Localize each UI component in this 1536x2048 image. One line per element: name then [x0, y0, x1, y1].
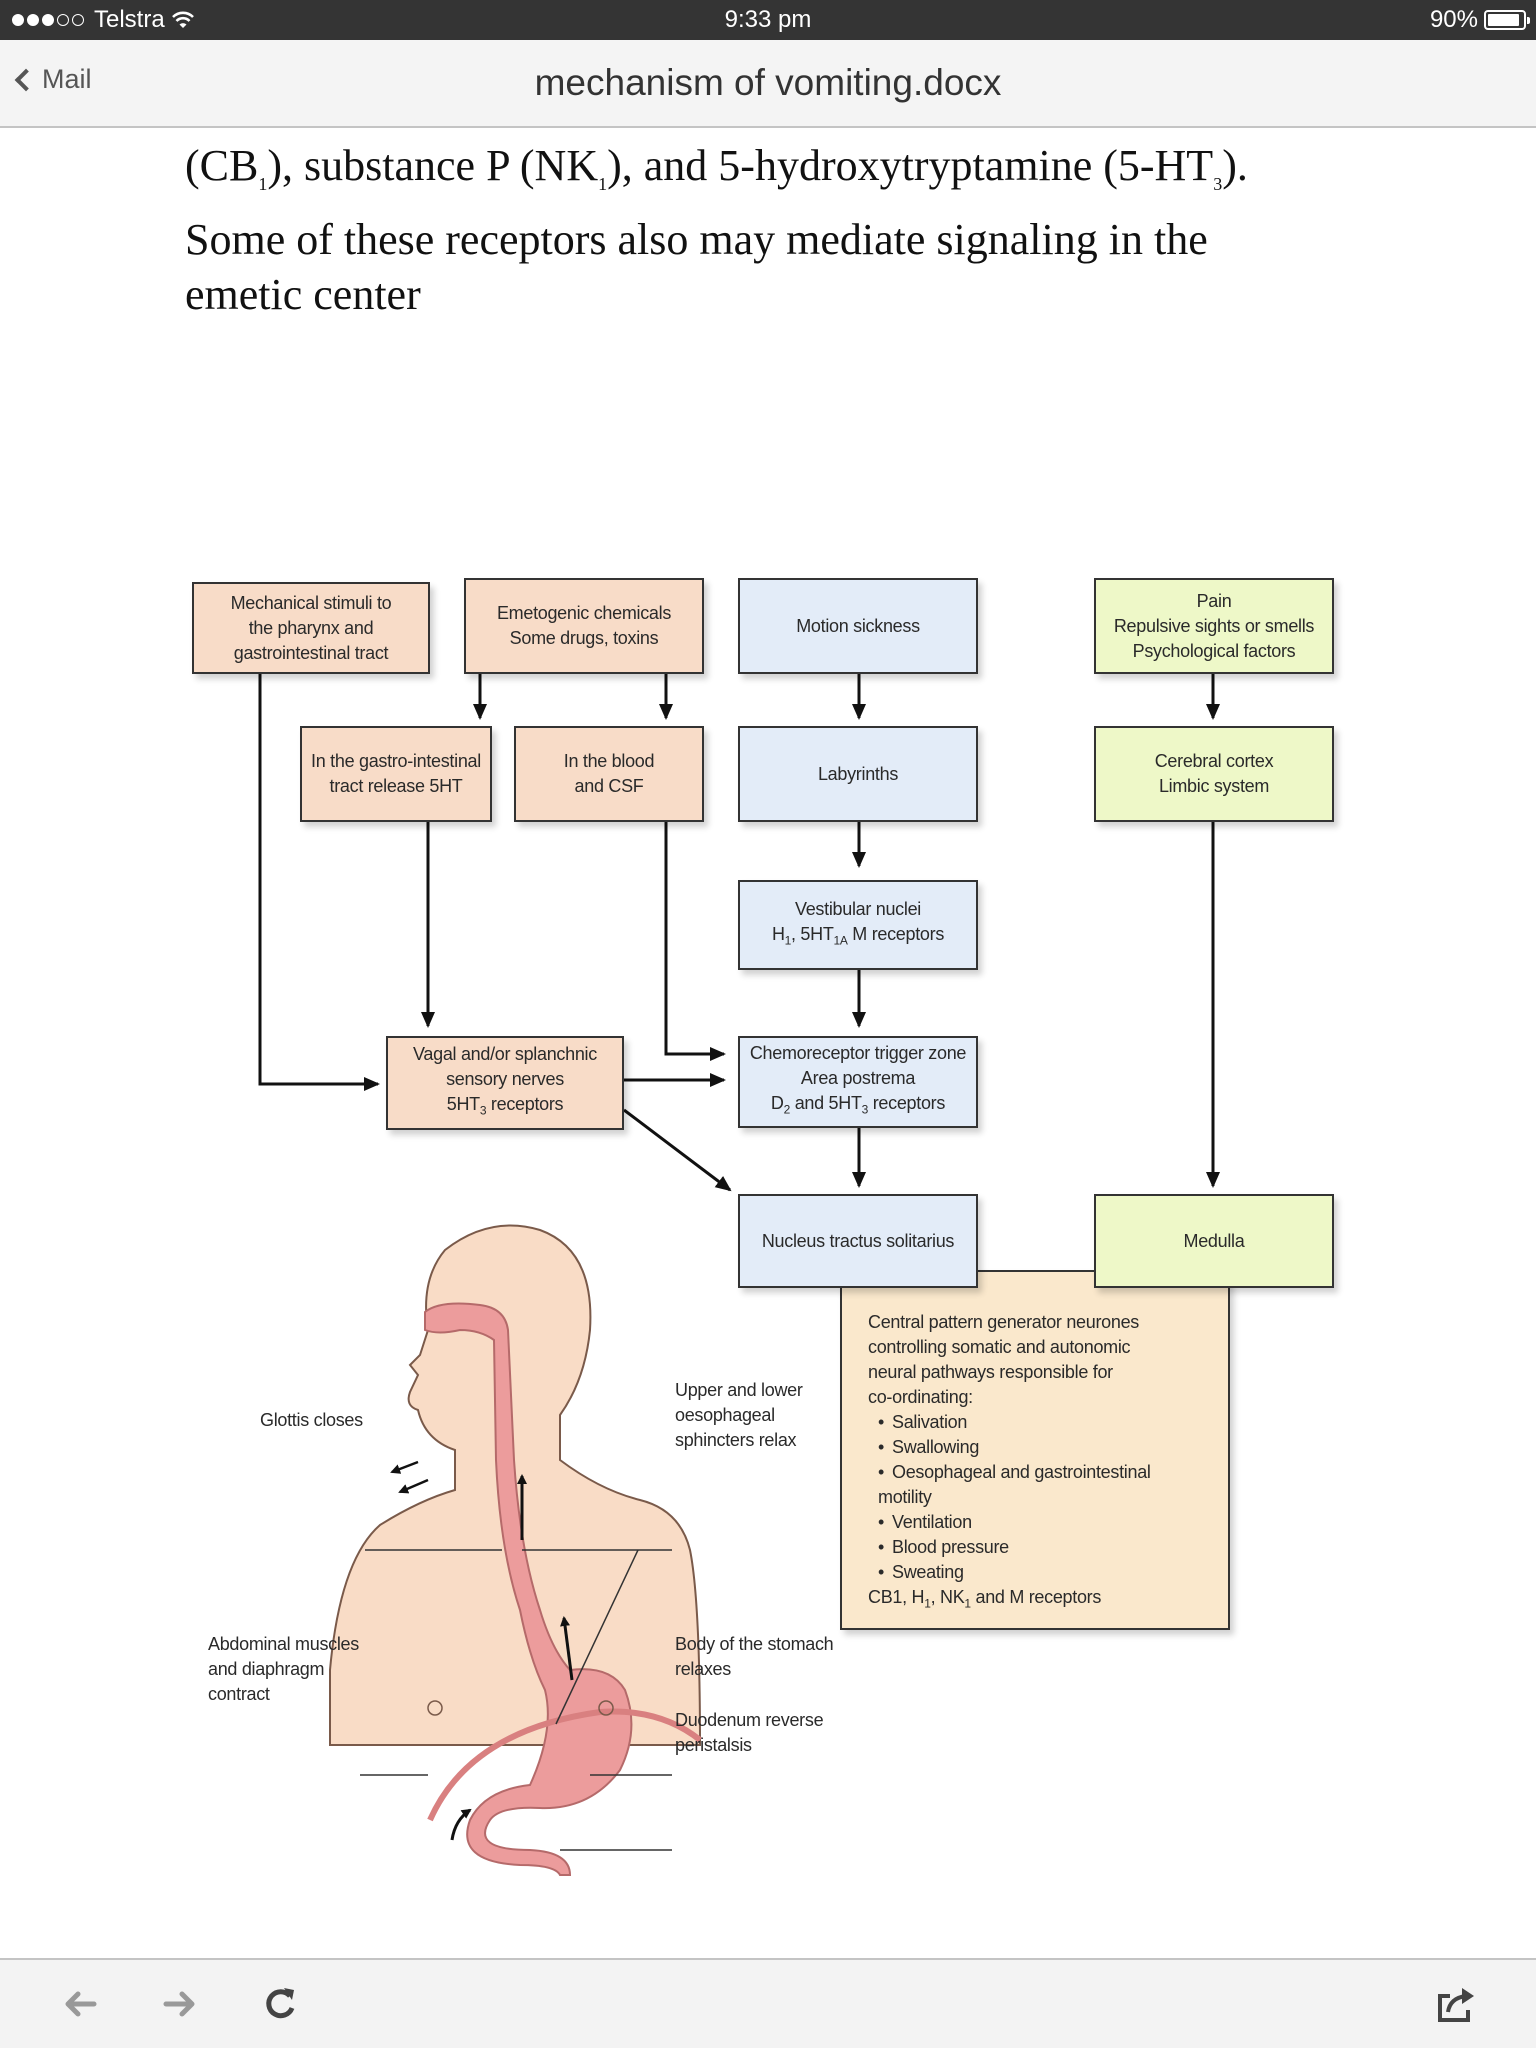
status-right: 90%	[1429, 6, 1530, 34]
box-motion-sickness: Motion sickness	[738, 578, 978, 674]
paragraph-line-1: (CB1), substance P (NK1), and 5-hydroxyt…	[185, 141, 1248, 194]
cpg-receptors: CB1, H1, NK1 and M receptors	[868, 1587, 1102, 1611]
back-to-mail-button[interactable]: Mail	[12, 64, 92, 95]
document-title: mechanism of vomiting.docx	[534, 62, 1002, 103]
list-item: Ventilation	[878, 1510, 1202, 1535]
carrier-name: Telstra	[94, 6, 165, 33]
diagram-connectors	[258, 674, 1220, 1876]
human-body-illustration	[329, 1224, 702, 1876]
paragraph-line-2: Some of these receptors also may mediate…	[185, 214, 1208, 264]
document-paragraph: (CB1), substance P (NK1), and 5-hydroxyt…	[185, 138, 1385, 322]
reload-icon	[266, 1988, 295, 2019]
box-chemoreceptor-trigger-zone: Chemoreceptor trigger zone Area postrema…	[738, 1036, 978, 1128]
box-vagal-splanchnic: Vagal and/or splanchnic sensory nerves 5…	[386, 1036, 624, 1130]
box-gi-tract-5ht: In the gastro-intestinal tract release 5…	[300, 726, 492, 822]
box-emetogenic-chemicals: Emetogenic chemicals Some drugs, toxins	[464, 578, 704, 674]
share-icon	[1438, 1988, 1474, 2022]
list-item: Oesophageal and gastrointestinal motilit…	[878, 1460, 1202, 1510]
bottom-toolbar	[0, 1958, 1536, 2048]
battery-icon	[1484, 10, 1530, 30]
forward-button[interactable]	[156, 1980, 204, 2028]
label-duodenum: Duodenum reverse peristalsis	[675, 1710, 824, 1755]
box-mechanical-stimuli: Mechanical stimuli to the pharynx and ga…	[192, 582, 430, 674]
box-nucleus-tractus-solitarius: Nucleus tractus solitarius	[738, 1194, 978, 1288]
label-oesophageal-sphincters: Upper and lower oesophageal sphincters r…	[675, 1380, 803, 1450]
box-cerebral-cortex: Cerebral cortex Limbic system	[1094, 726, 1334, 822]
box-pain-psychological: Pain Repulsive sights or smells Psycholo…	[1094, 578, 1334, 674]
share-button[interactable]	[1432, 1980, 1480, 2028]
list-item: Salivation	[878, 1410, 1202, 1435]
document-viewer[interactable]: (CB1), substance P (NK1), and 5-hydroxyt…	[0, 130, 1536, 1958]
status-left: Telstra	[12, 6, 195, 34]
back-label: Mail	[42, 64, 92, 94]
label-abdominal-muscles: Abdominal muscles and diaphragm contract	[208, 1634, 359, 1704]
box-central-pattern-generator: Central pattern generator neurones contr…	[840, 1270, 1230, 1630]
arrow-blood-to-ctz	[664, 822, 726, 1061]
signal-strength-icon	[12, 14, 84, 26]
arrow-right-icon	[163, 1991, 195, 2017]
label-glottis-closes: Glottis closes	[260, 1410, 363, 1430]
arrow-mechanical-to-vagal	[258, 674, 380, 1091]
cpg-function-list: Salivation Swallowing Oesophageal and ga…	[868, 1410, 1202, 1585]
arrow-left-icon	[65, 1991, 97, 2017]
list-item: Sweating	[878, 1560, 1202, 1585]
list-item: Blood pressure	[878, 1535, 1202, 1560]
box-labyrinths: Labyrinths	[738, 726, 978, 822]
list-item: Swallowing	[878, 1435, 1202, 1460]
arrow-vagal-to-nts	[623, 1108, 732, 1192]
reload-button[interactable]	[256, 1980, 304, 2028]
nav-bar: Mail mechanism of vomiting.docx	[0, 40, 1536, 128]
status-bar: Telstra 9:33 pm 90%	[0, 0, 1536, 40]
back-button[interactable]	[56, 1980, 104, 2028]
paragraph-line-3: emetic center	[185, 269, 421, 319]
clock: 9:33 pm	[724, 6, 812, 33]
label-stomach-relaxes: Body of the stomach relaxes	[675, 1634, 834, 1679]
battery-percent: 90%	[1429, 6, 1478, 33]
vomiting-mechanism-diagram: Mechanical stimuli to the pharynx and ga…	[0, 130, 1536, 1958]
wifi-icon	[171, 11, 194, 28]
box-blood-csf: In the blood and CSF	[514, 726, 704, 822]
box-vestibular-nuclei: Vestibular nuclei H1, 5HT1A M receptors	[738, 880, 978, 970]
box-medulla: Medulla	[1094, 1194, 1334, 1288]
